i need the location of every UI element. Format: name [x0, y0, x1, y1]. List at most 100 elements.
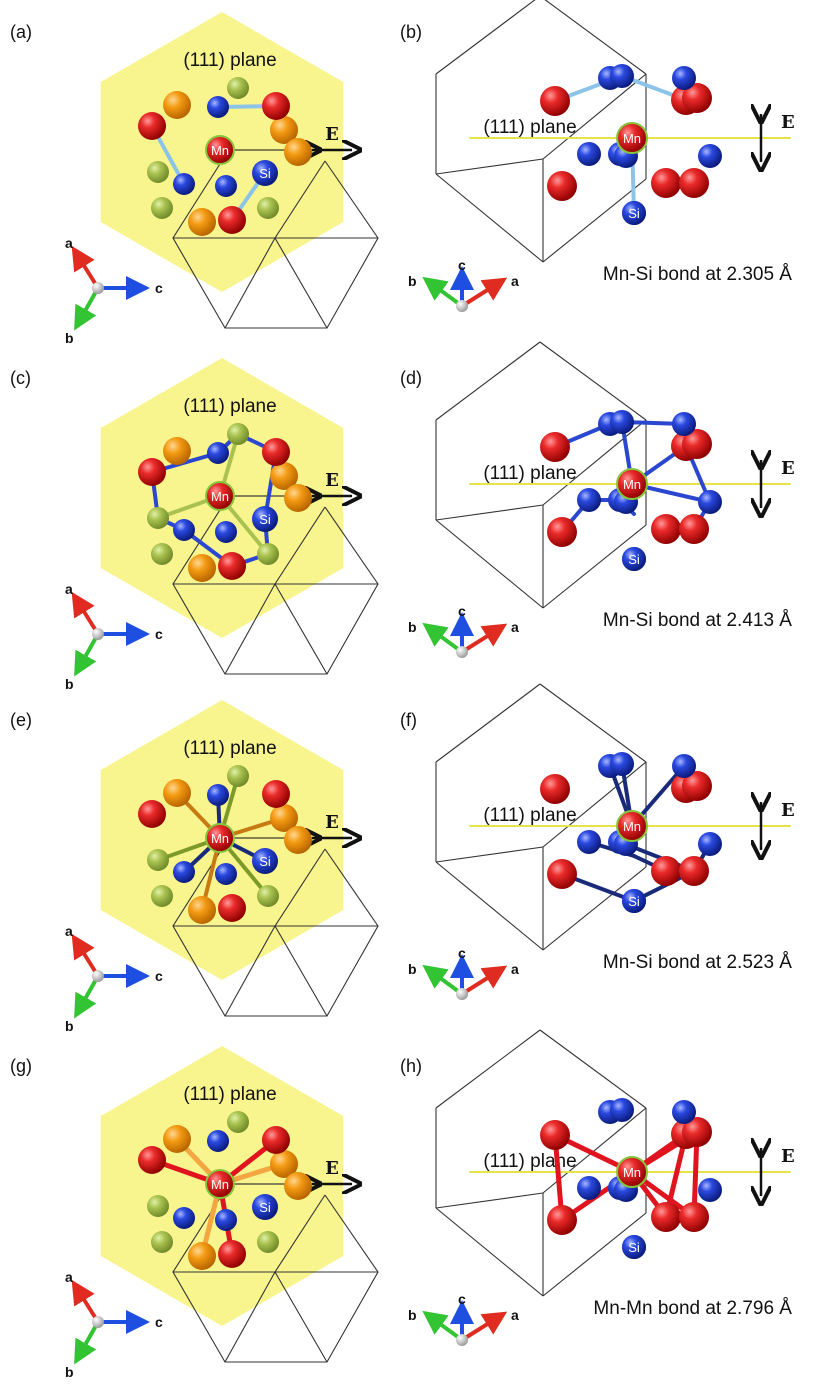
- plane-label: (111) plane: [183, 396, 276, 417]
- blue-atom: [672, 66, 696, 90]
- unit-cell-outline: [172, 155, 379, 329]
- orange-atom: [163, 1125, 191, 1153]
- cube-edge: [435, 158, 544, 175]
- cube-edge: [224, 925, 276, 1017]
- olive-atom: [257, 197, 279, 219]
- blue-atom: [577, 1176, 601, 1200]
- orange-atom: [270, 804, 298, 832]
- orange-atom: [284, 484, 312, 512]
- olive-atom: [227, 77, 249, 99]
- cube-edge: [542, 866, 647, 951]
- si-atom: [622, 889, 646, 913]
- axis-a-arrow: [71, 245, 100, 290]
- axis-a-arrow: [460, 1311, 508, 1342]
- axis-b-arrow: [74, 1321, 100, 1365]
- blue-atom: [173, 173, 195, 195]
- axis-c-label: c: [458, 945, 466, 961]
- orange-atom: [188, 554, 216, 582]
- si-atom: [622, 201, 646, 225]
- cube-edge: [274, 925, 328, 1017]
- red-atom: [651, 1202, 681, 1232]
- blue-atom: [577, 830, 601, 854]
- cube-edge: [542, 761, 647, 848]
- axis-c-label: c: [458, 1291, 466, 1307]
- axis-b-label: b: [408, 961, 417, 977]
- si-atom-label: Si: [259, 512, 271, 527]
- blue-atom: [207, 96, 229, 118]
- red-atom: [547, 171, 577, 201]
- axis-triad: abc: [65, 1269, 163, 1380]
- cube-edge: [274, 160, 326, 239]
- axis-origin: [92, 628, 104, 640]
- si-atom: [622, 1235, 646, 1259]
- axis-a-label: a: [65, 235, 73, 251]
- red-atom: [679, 1202, 709, 1232]
- cube-edge: [435, 861, 544, 951]
- cube-edge: [274, 506, 326, 585]
- blue-atom: [207, 784, 229, 806]
- axis-a-label: a: [65, 1269, 73, 1285]
- axis-b-arrow: [74, 633, 100, 677]
- e-field-label: E: [781, 112, 795, 133]
- si-atom-label: Si: [628, 894, 640, 909]
- axis-c-label: c: [155, 1314, 163, 1330]
- axis-b-label: b: [65, 1018, 74, 1034]
- olive-atom: [147, 161, 169, 183]
- blue-atom: [610, 64, 634, 88]
- orange-atom: [163, 91, 191, 119]
- cube-edge: [224, 1271, 276, 1363]
- cube-edge: [435, 173, 544, 263]
- olive-atom: [151, 885, 173, 907]
- axis-b-arrow: [422, 1310, 464, 1342]
- axis-triad: abc: [65, 923, 163, 1034]
- unit-cell-outline: [172, 1189, 379, 1363]
- orange-atom: [284, 826, 312, 854]
- panel-label: (b): [400, 22, 422, 42]
- atoms: [138, 77, 312, 236]
- bond-caption: Mn-Si bond at 2.413 Å: [603, 610, 792, 631]
- mn-atom-label: Mn: [623, 819, 641, 834]
- blue-atom: [698, 144, 722, 168]
- cube-edge: [542, 419, 647, 506]
- red-atom: [547, 859, 577, 889]
- red-atom: [682, 429, 712, 459]
- red-atom: [679, 856, 709, 886]
- unit-cell-outline: [172, 843, 379, 1017]
- bond-caption: Mn-Si bond at 2.305 Å: [603, 264, 792, 285]
- si-atom-label: Si: [628, 1240, 640, 1255]
- olive-atom: [257, 885, 279, 907]
- panel-label: (c): [10, 368, 31, 388]
- blue-atom: [215, 175, 237, 197]
- olive-atom: [151, 197, 173, 219]
- atoms: [138, 1111, 312, 1270]
- e-field-label: E: [325, 812, 339, 833]
- axis-a-label: a: [511, 273, 519, 289]
- unit-cell-outline: [435, 0, 647, 263]
- olive-atom: [147, 1195, 169, 1217]
- cube-edge: [435, 504, 544, 521]
- blue-atom: [215, 521, 237, 543]
- red-atom: [262, 92, 290, 120]
- mn-atom: [205, 135, 235, 165]
- cube-edge: [172, 501, 379, 675]
- orange-atom: [270, 1150, 298, 1178]
- e-field-label: E: [781, 800, 795, 821]
- si-atom-label: Si: [628, 206, 640, 221]
- mn-atom: [616, 810, 648, 842]
- panel-label: (e): [10, 710, 32, 730]
- red-atom: [540, 774, 570, 804]
- e-field-label: E: [325, 124, 339, 145]
- blue-atom: [672, 1100, 696, 1124]
- red-atom: [682, 83, 712, 113]
- red-atom: [540, 1120, 570, 1150]
- cube-edge: [542, 178, 647, 263]
- axis-a-arrow: [71, 1279, 100, 1324]
- mn-atom-label: Mn: [623, 131, 641, 146]
- blue-atom: [207, 1130, 229, 1152]
- plane-label: (111) plane: [483, 1151, 576, 1172]
- orange-atom: [284, 1172, 312, 1200]
